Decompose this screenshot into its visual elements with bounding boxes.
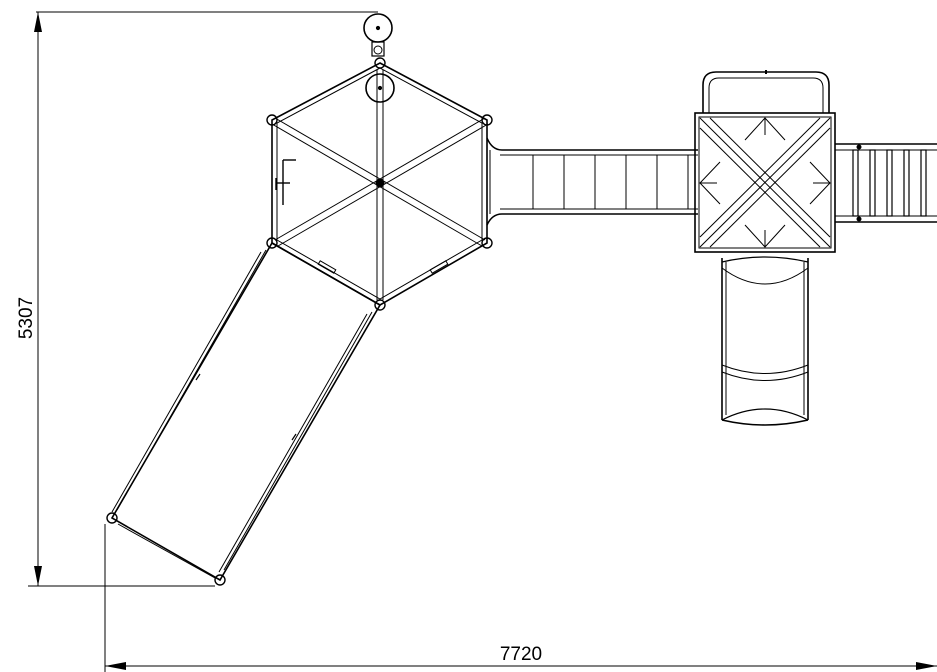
tube-ring-1	[721, 364, 809, 374]
bridge-top-edge	[486, 137, 698, 151]
edge-slot-right	[429, 260, 449, 274]
slide	[106, 241, 382, 586]
height-dimension-label: 5307	[16, 297, 37, 339]
hexagon-ladder-handle	[275, 159, 296, 205]
width-dimension	[104, 524, 937, 672]
slide-post-left	[106, 512, 118, 524]
tube-ring-2	[721, 371, 809, 381]
width-arrow-right	[916, 662, 937, 670]
slide-mark-2	[291, 433, 297, 441]
tube-top-inner-curve	[721, 267, 809, 285]
post-top-right	[481, 114, 493, 126]
sphere-connector-ring	[373, 45, 383, 55]
sphere-finials	[363, 13, 395, 103]
post-top	[374, 57, 386, 69]
ladder-bolt-top	[856, 144, 862, 150]
tower-roof-outer	[694, 112, 836, 253]
right-ladder	[835, 143, 937, 223]
ladder-bolt-bottom	[856, 216, 862, 222]
width-arrow-left	[105, 662, 126, 670]
width-dimension-label: 7720	[500, 644, 542, 665]
ladder-rungs	[852, 149, 927, 217]
roof-diagonal-2a	[699, 117, 831, 248]
slide-rail-left-inner	[116, 249, 267, 511]
slide-outline	[110, 241, 382, 582]
slide-mark-1	[195, 373, 201, 381]
slide-post-right	[214, 574, 226, 586]
roof-diagonal-2b	[699, 117, 821, 238]
tube-slide	[721, 256, 809, 426]
bridge-planks	[532, 155, 689, 209]
slide-rail-right-inner	[223, 311, 373, 571]
height-dimension	[28, 11, 378, 587]
slide-exit-edge	[117, 523, 216, 579]
sphere-top-dot	[375, 25, 381, 31]
post-bottom	[374, 299, 386, 311]
tower-roof-inner	[698, 116, 832, 249]
slide-rail-right-outer	[218, 313, 368, 573]
post-bottom-right	[481, 237, 493, 249]
hexagon-tower	[266, 57, 493, 311]
roof-diagonal-2c	[709, 127, 831, 248]
tube-exit-back	[721, 408, 809, 421]
hexagon-center-hub	[375, 178, 385, 188]
slide-rail-left-outer	[111, 251, 262, 513]
post-bottom-left	[266, 237, 278, 249]
height-arrow-top	[34, 12, 42, 32]
tube-top-curve	[721, 256, 809, 263]
bridge-bottom-edge	[486, 213, 698, 226]
sphere-connector	[371, 41, 385, 57]
tube-exit-front	[721, 419, 809, 426]
sphere-bottom	[365, 73, 395, 103]
square-tower	[694, 70, 836, 253]
bridge	[486, 137, 698, 226]
edge-slot-left	[317, 260, 337, 274]
height-arrow-bottom	[34, 566, 42, 586]
sphere-bottom-dot	[377, 85, 383, 91]
post-top-left	[266, 114, 278, 126]
hexagon-inner	[276, 67, 483, 300]
tower-handrail-inner	[708, 77, 824, 113]
